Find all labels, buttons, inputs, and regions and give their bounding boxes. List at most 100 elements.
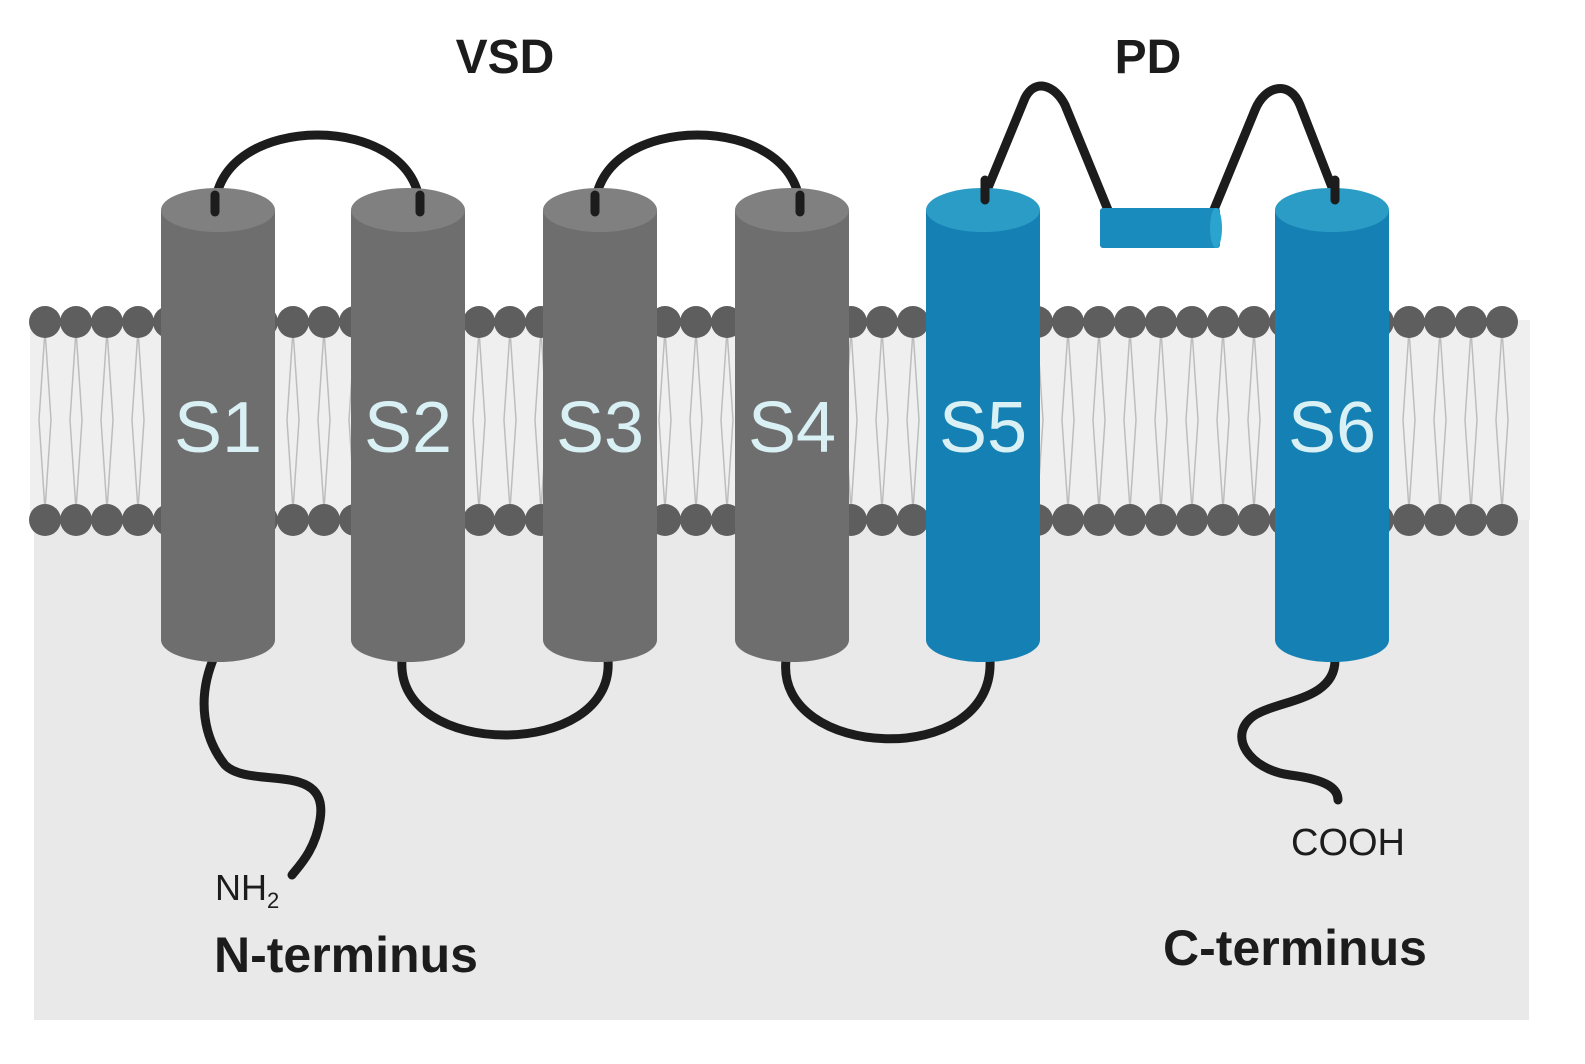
lipid-tail [689, 329, 703, 511]
helix-label: S6 [1288, 388, 1376, 468]
lipid-head [1114, 504, 1146, 536]
lipid-head [866, 306, 898, 338]
helix-label: S2 [364, 388, 452, 468]
lipid-tail [875, 329, 889, 511]
lipid-head [1455, 504, 1487, 536]
helix-body [161, 210, 275, 640]
lipid-tail [472, 329, 486, 511]
lipid-head [494, 306, 526, 338]
lipid-head [1455, 306, 1487, 338]
helix-s6: S6 [1275, 188, 1389, 662]
lipid-head [463, 504, 495, 536]
lipid-head [1083, 306, 1115, 338]
c-terminus-label: C-terminus [1163, 920, 1427, 976]
nh2-subscript: 2 [267, 888, 279, 913]
n-terminus-label: N-terminus [214, 927, 478, 983]
lipid-tail [1123, 329, 1137, 511]
helix-s3: S3 [543, 188, 657, 662]
lipid-head [29, 306, 61, 338]
lipid-head [1238, 306, 1270, 338]
lipid-head [308, 504, 340, 536]
lipid-head [1083, 504, 1115, 536]
nh2-label: NH2 [215, 867, 279, 913]
lipid-head [91, 306, 123, 338]
lipid-head [308, 306, 340, 338]
lipid-tail [1154, 329, 1168, 511]
pore-loop-pore-helix-to-s6 [1208, 84, 1340, 217]
lipid-tail [38, 329, 52, 511]
lipid-tail [100, 329, 114, 511]
vsd-label: VSD [456, 31, 555, 84]
helix-s1: S1 [161, 188, 275, 662]
helix-bottom-cap [543, 618, 657, 662]
nh2-main: NH [215, 867, 267, 908]
lipid-head [60, 504, 92, 536]
lipid-head [1393, 504, 1425, 536]
loop-s3-s4-extracellular [590, 130, 805, 215]
lipid-head [1052, 504, 1084, 536]
helix-body [543, 210, 657, 640]
lipid-head [1486, 504, 1518, 536]
pd-label: PD [1115, 31, 1182, 84]
helix-label: S1 [174, 388, 262, 468]
lipid-head [866, 504, 898, 536]
lipid-head [122, 306, 154, 338]
lipid-head [680, 504, 712, 536]
lipid-head [1052, 306, 1084, 338]
helix-bottom-cap [926, 618, 1040, 662]
pore-helix [1100, 208, 1222, 248]
c-terminal-tail [1237, 655, 1343, 805]
cooh-label: COOH [1291, 822, 1405, 864]
lipid-tail [286, 329, 300, 511]
lipid-tail [720, 329, 734, 511]
n-terminal-tail [199, 650, 326, 880]
helix-top-cap [351, 188, 465, 232]
lipid-head [1176, 306, 1208, 338]
lipid-tail [1433, 329, 1447, 511]
lipid-head [897, 504, 929, 536]
loop-s4-s5-intracellular [781, 655, 995, 744]
lipid-tail [1061, 329, 1075, 511]
lipid-head [29, 504, 61, 536]
lipid-tail [1495, 329, 1509, 511]
lipid-head [1238, 504, 1270, 536]
lipid-head [1145, 504, 1177, 536]
lipid-head [60, 306, 92, 338]
helix-s4: S4 [735, 188, 849, 662]
helix-body [351, 210, 465, 640]
helix-bottom-cap [735, 618, 849, 662]
loop-s2-s3-intracellular [397, 655, 613, 740]
lipid-tail [1247, 329, 1261, 511]
helix-top-cap [1275, 188, 1389, 232]
helix-top-cap [926, 188, 1040, 232]
helix-s5: S5 [926, 188, 1040, 662]
lipid-tail [317, 329, 331, 511]
loop-s1-s2-extracellular [210, 130, 425, 215]
lipid-head [1114, 306, 1146, 338]
lipid-tail [658, 329, 672, 511]
lipid-tail [1464, 329, 1478, 511]
lipid-tail [1185, 329, 1199, 511]
lipid-tail [1402, 329, 1416, 511]
helix-bottom-cap [351, 618, 465, 662]
pore-helix-cap [1210, 208, 1222, 248]
helix-bottom-cap [161, 618, 275, 662]
helix-bottom-cap [1275, 618, 1389, 662]
loop-stubs [210, 175, 1340, 217]
lipid-head [680, 306, 712, 338]
lipid-head [1393, 306, 1425, 338]
helix-top-cap [735, 188, 849, 232]
helix-body [1275, 210, 1389, 640]
helix-label: S4 [748, 388, 836, 468]
lipid-tail [1216, 329, 1230, 511]
lipid-head [122, 504, 154, 536]
lipid-head [897, 306, 929, 338]
lipid-tail [906, 329, 920, 511]
lipid-tail [131, 329, 145, 511]
helix-body [735, 210, 849, 640]
lipid-head [1424, 504, 1456, 536]
lipid-head [1207, 306, 1239, 338]
helix-body [926, 210, 1040, 640]
lipid-head [494, 504, 526, 536]
pore-helix-body [1100, 208, 1220, 248]
